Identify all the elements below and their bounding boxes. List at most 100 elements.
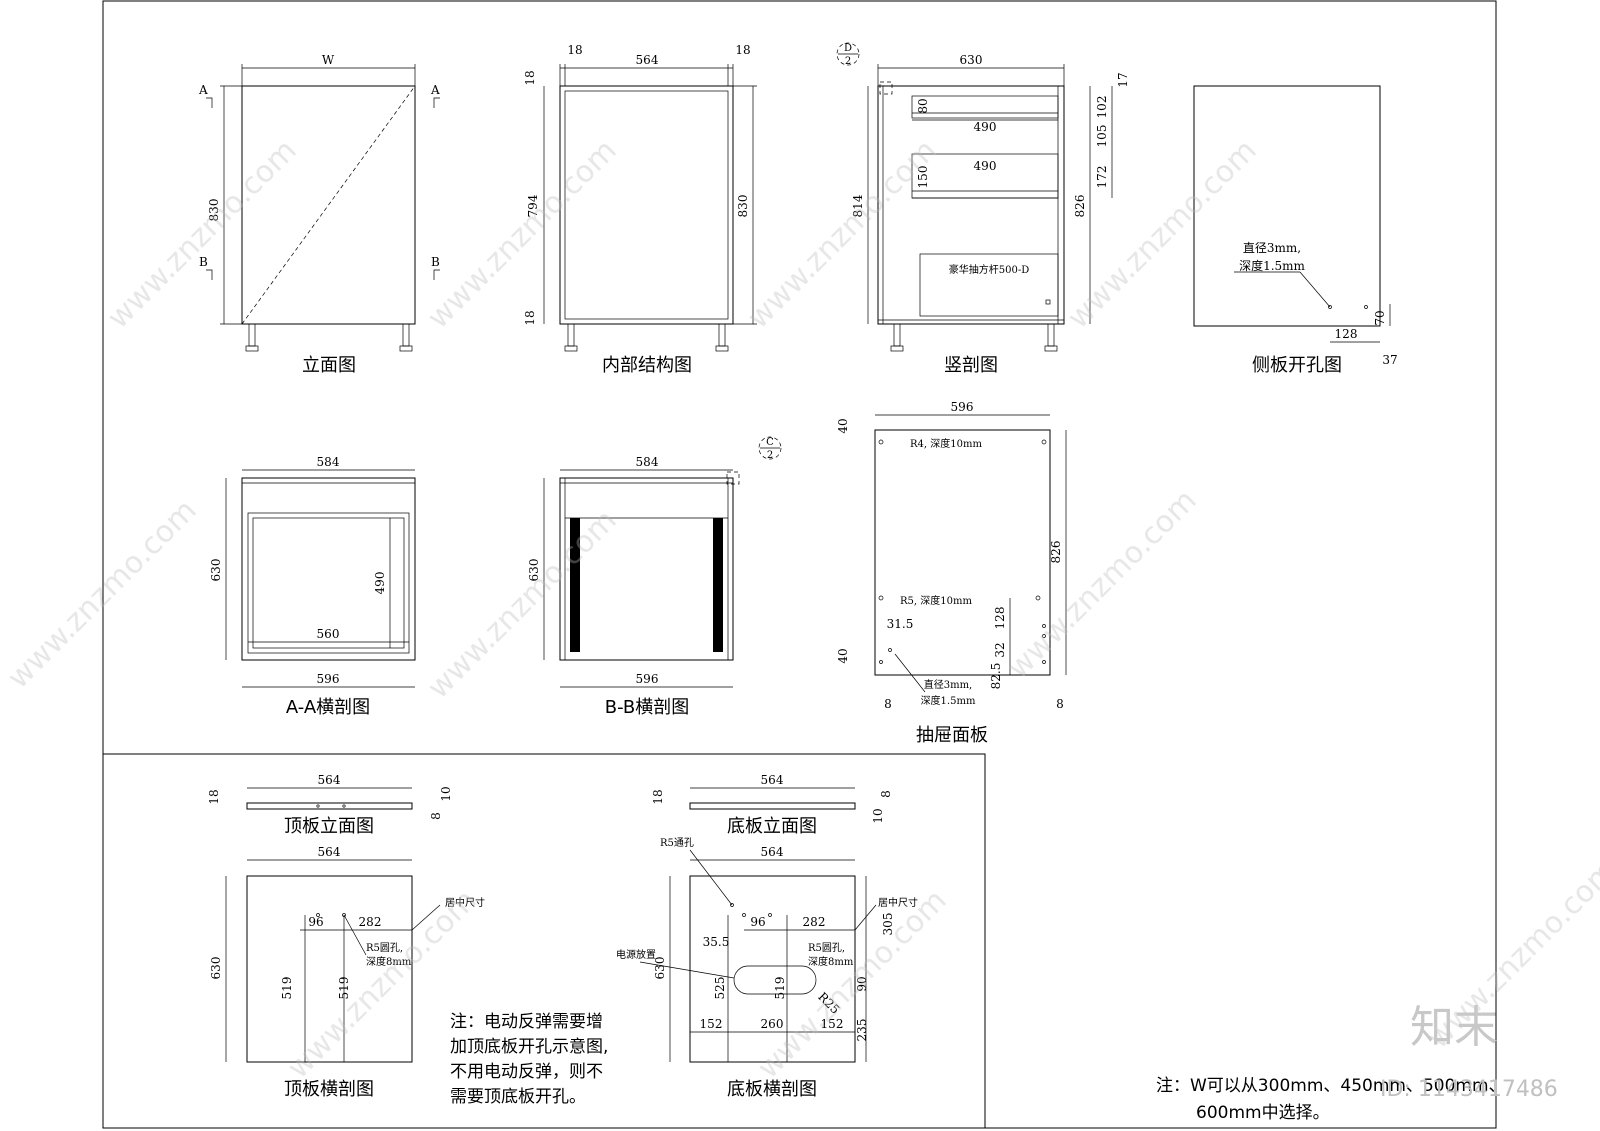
dim-96-top: 96 <box>308 915 323 929</box>
caption-bottom-elev: 底板立面图 <box>727 816 817 837</box>
dim-519-top-b: 519 <box>337 977 351 1000</box>
note-rebound-4: 需要顶底板开孔。 <box>450 1087 586 1107</box>
dim-630-top: 630 <box>960 53 983 67</box>
dim-830: 830 <box>207 199 221 222</box>
dim-40-bottom: 40 <box>836 648 850 663</box>
internal-structure-view: 18 564 18 18 794 18 830 内部结构图 <box>523 43 757 376</box>
dim-564-bottom-elev: 564 <box>761 773 784 787</box>
mark-d: D <box>844 43 852 54</box>
dim-31-5: 31.5 <box>887 617 914 631</box>
top-panel-elevation: 564 18 10 8 顶板立面图 <box>207 773 453 837</box>
caption-internal: 内部结构图 <box>602 355 692 376</box>
dim-564-top-elev: 564 <box>318 773 341 787</box>
dim-35-5: 35.5 <box>703 935 730 949</box>
watermark-6: www.znzmo.com <box>421 503 624 706</box>
dim-128-panel: 128 <box>993 607 1007 630</box>
mark-b-right: B <box>431 255 440 269</box>
dim-564-bottom-sec: 564 <box>761 845 784 859</box>
dim-630-bottom-sec: 630 <box>653 957 667 980</box>
dim-152-right: 152 <box>821 1017 844 1031</box>
label-r5-through: R5通孔 <box>660 837 694 849</box>
dim-630-aa: 630 <box>209 559 223 582</box>
dim-584-aa: 584 <box>317 455 340 469</box>
dim-596-aa: 596 <box>317 672 340 686</box>
dim-102: 102 <box>1095 96 1109 119</box>
dim-560: 560 <box>317 627 340 641</box>
dim-172: 172 <box>1095 166 1109 189</box>
note-width-1: 注：W可以从300mm、450mm、500mm、 <box>1156 1076 1506 1096</box>
caption-elevation: 立面图 <box>302 355 356 376</box>
dim-18-top-elev: 18 <box>207 789 221 804</box>
dim-18-bottom: 18 <box>523 310 537 325</box>
caption-aa: A-A横剖图 <box>286 697 370 718</box>
dim-564: 564 <box>636 53 659 67</box>
dim-105: 105 <box>1095 125 1109 148</box>
mark-a-left: A <box>198 83 208 97</box>
dim-519-bottom: 519 <box>773 977 787 1000</box>
dim-235: 235 <box>855 1019 869 1042</box>
mark-b-left: B <box>199 255 208 269</box>
dim-37: 37 <box>1382 353 1397 367</box>
watermarks: www.znzmo.com www.znzmo.com www.znzmo.co… <box>1 133 1600 1086</box>
label-r5-hole-top: R5圆孔, <box>366 942 403 954</box>
dim-10-bottom-elev: 10 <box>871 808 885 823</box>
note-width-2: 600mm中选择。 <box>1196 1103 1330 1123</box>
dim-18-top: 18 <box>523 70 537 85</box>
dim-490-lower: 490 <box>974 159 997 173</box>
label-r5-hole-bottom: R5圆孔, <box>808 942 845 954</box>
dim-826: 826 <box>1073 195 1087 218</box>
note-rebound-1: 注：电动反弹需要增 <box>450 1012 603 1032</box>
dim-519-top-a: 519 <box>280 977 294 1000</box>
dim-18-left: 18 <box>567 43 582 57</box>
dim-525: 525 <box>713 977 727 1000</box>
caption-top-section: 顶板横剖图 <box>284 1079 374 1100</box>
dim-596-panel: 596 <box>951 400 974 414</box>
mark-c: C <box>766 437 774 448</box>
mark-d-2: 2 <box>845 56 851 67</box>
watermark-5: www.znzmo.com <box>1 493 204 696</box>
label-hole-depth-panel: 深度1.5mm <box>921 694 976 707</box>
label-depth8-top: 深度8mm <box>366 955 412 968</box>
label-center-bottom: 居中尺寸 <box>878 896 918 909</box>
watermark-2: www.znzmo.com <box>421 133 624 336</box>
dim-40-top: 40 <box>836 418 850 433</box>
note-rebound-3: 不用电动反弹，则不 <box>450 1062 603 1082</box>
dim-8-left: 8 <box>884 697 892 711</box>
drawer-panel-view: R4, 深度10mm R5, 深度10mm 直径3mm, 深度1.5mm 596… <box>836 400 1067 746</box>
dim-830-right: 830 <box>736 195 750 218</box>
dim-150: 150 <box>916 166 930 189</box>
dim-584-bb: 584 <box>636 455 659 469</box>
dim-17: 17 <box>1116 72 1130 87</box>
dim-90: 90 <box>855 976 869 991</box>
dim-8-top-elev: 8 <box>429 812 443 820</box>
dim-82-5: 82.5 <box>989 663 1003 690</box>
section-aa-view: 584 630 490 560 596 A-A横剖图 <box>209 455 416 718</box>
side-panel-holes-view: 直径3mm, 深度1.5mm 128 37 70 侧板开孔图 <box>1193 85 1398 376</box>
dim-630-top-sec: 630 <box>209 957 223 980</box>
dim-490-upper: 490 <box>974 120 997 134</box>
dim-w: W <box>322 53 335 67</box>
dim-70: 70 <box>1373 310 1387 325</box>
dim-152-left: 152 <box>700 1017 723 1031</box>
top-panel-section: 564 630 96 282 519 519 居中尺寸 R5圆孔, 深度8mm … <box>209 845 485 1100</box>
dim-490-aa: 490 <box>373 572 387 595</box>
dim-32: 32 <box>993 642 1007 657</box>
label-hole-depth-side: 深度1.5mm <box>1239 258 1305 273</box>
dim-18-bottom-elev: 18 <box>651 789 665 804</box>
dim-596-bb: 596 <box>636 672 659 686</box>
dim-260: 260 <box>761 1017 784 1031</box>
dim-630-bb: 630 <box>527 559 541 582</box>
mark-c-2: 2 <box>767 450 773 461</box>
dim-564-top-sec: 564 <box>318 845 341 859</box>
label-power: 电源放置 <box>616 948 656 961</box>
sub-sheet-frame <box>103 753 986 1128</box>
watermark-4: www.znzmo.com <box>1061 133 1264 336</box>
bottom-panel-elevation: 564 18 8 10 底板立面图 <box>651 773 893 837</box>
caption-bb: B-B横剖图 <box>605 697 690 718</box>
watermark-3: www.znzmo.com <box>741 133 944 336</box>
caption-top-elev: 顶板立面图 <box>284 816 374 837</box>
dim-8-right: 8 <box>1056 697 1064 711</box>
dim-305: 305 <box>881 913 895 936</box>
label-hole-dia-side: 直径3mm, <box>1243 241 1301 255</box>
